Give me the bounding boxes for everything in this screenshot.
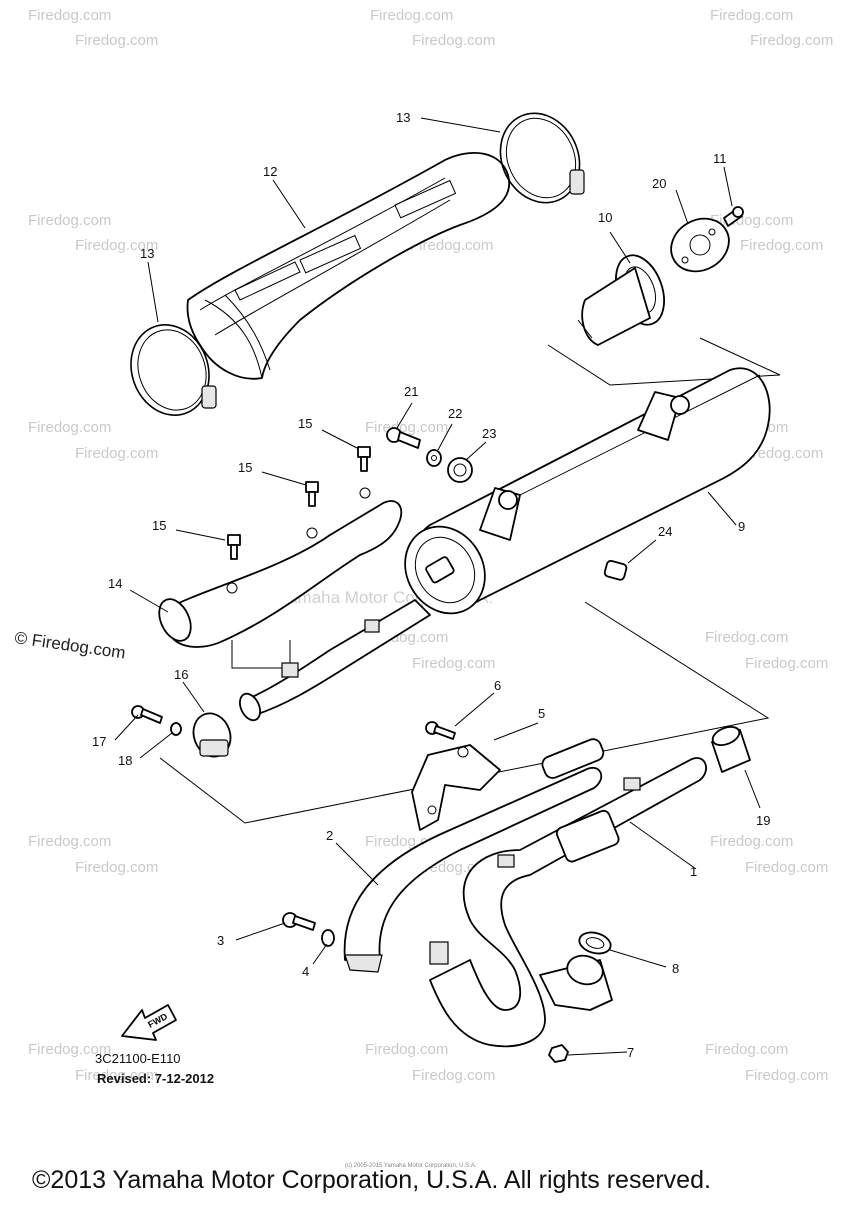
part-washer-22: [426, 449, 442, 467]
part-bolts-15: [227, 446, 371, 560]
callout-16: 16: [174, 667, 188, 682]
part-exhaust-pipe-2: [343, 738, 605, 973]
watermark-tile: Firedog.com: [28, 7, 111, 24]
watermark-tile: Firedog.com: [75, 859, 158, 876]
callout-4: 4: [302, 964, 309, 979]
watermark-tile: Firedog.com: [745, 859, 828, 876]
part-cap-bolt: [723, 206, 744, 227]
watermark-tile: Firedog.com: [745, 655, 828, 672]
diagram-code: 3C21100-E110: [95, 1051, 181, 1066]
callout-8: 8: [672, 961, 679, 976]
watermark-tile: Firedog.com: [410, 237, 493, 254]
part-clamp-right: [499, 112, 585, 204]
watermark-tile: Firedog.com: [740, 237, 823, 254]
watermark-tile: Firedog.com: [412, 1067, 495, 1084]
part-bolt-6: [425, 721, 456, 740]
part-grommet-23: [447, 457, 473, 483]
watermark-tile: Firedog.com: [412, 32, 495, 49]
watermark-tile: Firedog.com: [28, 419, 111, 436]
part-nut-7: [548, 1044, 569, 1063]
callout-14: 14: [108, 576, 122, 591]
callout-23: 23: [482, 426, 496, 441]
watermark-tile: Firedog.com: [75, 32, 158, 49]
part-connecting-pipe: [239, 599, 431, 722]
leader-lines: [114, 117, 761, 1056]
callout-labels: 1 2 3 4 5 6 7 8 9 10 11 12 13 13 14 15 1…: [92, 110, 770, 1060]
side-watermark: © Firedog.com: [13, 628, 126, 662]
callout-13-top: 13: [396, 110, 410, 125]
part-spark-arrester: [577, 254, 665, 346]
bolt-15c: [357, 446, 371, 472]
part-flange: [539, 954, 613, 1011]
callout-2: 2: [326, 828, 333, 843]
part-gasket-8: [578, 931, 612, 955]
watermark-tile: Firedog.com: [365, 419, 448, 436]
callout-21: 21: [404, 384, 418, 399]
tiny-notice: (c) 2005-2015 Yamaha Motor Corporation, …: [345, 1163, 477, 1169]
watermark-tile: Firedog.com: [28, 833, 111, 850]
part-tail-pipe: [158, 487, 403, 648]
assembly-frame-lines: [159, 337, 781, 824]
part-heat-cover: [186, 151, 511, 380]
fwd-arrow: FWD: [121, 1004, 177, 1041]
callout-15b: 15: [238, 460, 252, 475]
callout-22: 22: [448, 406, 462, 421]
callout-6: 6: [494, 678, 501, 693]
part-bolt-21: [386, 427, 421, 449]
bolt-15a: [227, 534, 241, 560]
callout-13-left: 13: [140, 246, 154, 261]
watermark-tile: Firedog.com: [365, 1041, 448, 1058]
watermark-tile: Firedog.com: [750, 32, 833, 49]
callout-20: 20: [652, 176, 666, 191]
watermark-tile: Firedog.com: [28, 212, 111, 229]
watermark-tile: Firedog.com: [75, 445, 158, 462]
part-gasket-19: [711, 726, 751, 773]
part-clamp-left: [130, 324, 217, 416]
part-bracket-5: [411, 744, 501, 831]
watermark-tile: Firedog.com: [75, 1067, 158, 1084]
watermark-tile: Firedog.com: [705, 1041, 788, 1058]
callout-12: 12: [263, 164, 277, 179]
callout-15c: 15: [298, 416, 312, 431]
part-bolt-17: [131, 705, 163, 724]
watermark-tile: Firedog.com: [745, 1067, 828, 1084]
callout-24: 24: [658, 524, 672, 539]
callout-3: 3: [217, 933, 224, 948]
watermark-tile: Firedog.com: [710, 833, 793, 850]
part-collar-24: [603, 559, 628, 581]
callout-1: 1: [690, 864, 697, 879]
callout-15a: 15: [152, 518, 166, 533]
watermark-tile: Firedog.com: [740, 445, 823, 462]
part-header-pipe-1: [429, 757, 707, 1048]
callout-17: 17: [92, 734, 106, 749]
watermark-tile: Firedog.com: [75, 237, 158, 254]
callout-10: 10: [598, 210, 612, 225]
watermark-tile: Firedog.com: [710, 7, 793, 24]
part-bolt-3: [282, 912, 316, 931]
watermark-tile: Firedog.com: [28, 1041, 111, 1058]
watermark-tile: Firedog.com: [705, 629, 788, 646]
part-washer-18: [170, 722, 182, 736]
watermark-tile: Firedog.com: [370, 7, 453, 24]
callout-7: 7: [627, 1045, 634, 1060]
callout-9: 9: [738, 519, 745, 534]
part-end-cap: [670, 217, 730, 273]
callout-5: 5: [538, 706, 545, 721]
revised-date: Revised: 7-12-2012: [97, 1071, 214, 1086]
part-washer-4: [321, 929, 335, 947]
callout-11: 11: [713, 151, 727, 166]
part-muffler: [404, 367, 771, 615]
part-clamp-16: [192, 712, 232, 758]
watermark-tile: Firedog.com: [412, 655, 495, 672]
callout-18: 18: [118, 753, 132, 768]
bolt-15b: [305, 481, 319, 507]
copyright-notice: ©2013 Yamaha Motor Corporation, U.S.A. A…: [32, 1166, 711, 1194]
callout-19: 19: [756, 813, 770, 828]
